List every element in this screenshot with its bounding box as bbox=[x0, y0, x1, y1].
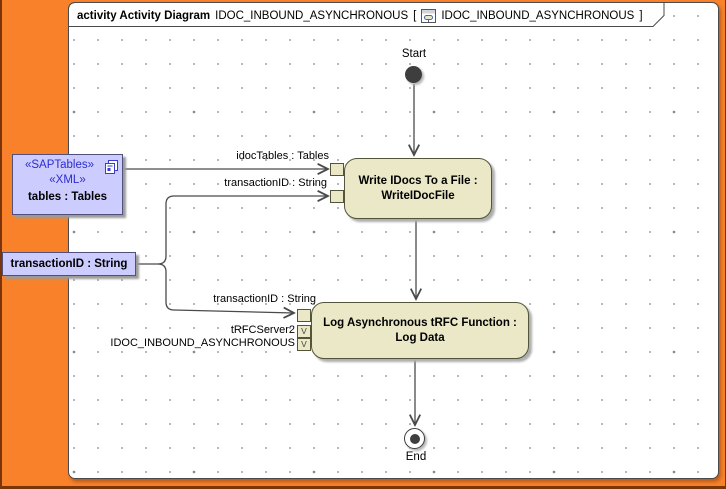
frame-title-keyword: activity Activity Diagram bbox=[77, 10, 211, 22]
action-label-line2: Log Data bbox=[395, 331, 445, 344]
copies-icon bbox=[105, 160, 118, 174]
end-node-label: End bbox=[405, 451, 427, 463]
frame-title-close-bracket: ] bbox=[639, 10, 643, 22]
activity-diagram-frame: activity Activity Diagram IDOC_INBOUND_A… bbox=[68, 2, 719, 479]
value-pin-glyph: V bbox=[301, 326, 307, 336]
action-label-line1: Write IDocs To a File : bbox=[358, 174, 478, 187]
pin-label-trfcserver2[interactable]: tRFCServer2 bbox=[230, 324, 295, 336]
input-pin-transactionid-log[interactable] bbox=[297, 309, 311, 322]
action-node-log-data[interactable]: Log Asynchronous tRFC Function : Log Dat… bbox=[311, 302, 529, 359]
frame-title-context-name: IDOC_INBOUND_ASYNCHRONOUS bbox=[441, 10, 635, 22]
input-pin-idoctables[interactable] bbox=[330, 163, 344, 176]
edge-label-transactionid-lower[interactable]: transactionID : String bbox=[213, 293, 316, 305]
action-label-line1: Log Asynchronous tRFC Function : bbox=[323, 316, 517, 329]
object-node-name: tables : Tables bbox=[27, 191, 108, 203]
object-node-transactionid[interactable]: transactionID : String bbox=[2, 252, 136, 276]
frame-title-diagram-name: IDOC_INBOUND_ASYNCHRONOUS bbox=[215, 10, 409, 22]
frame-title-tab[interactable] bbox=[68, 2, 666, 29]
stereotype-xml: «XML» bbox=[49, 174, 86, 186]
value-pin-idocinbound[interactable]: V bbox=[297, 338, 311, 351]
input-pin-transactionid-write[interactable] bbox=[330, 190, 344, 203]
end-node-inner-dot bbox=[409, 433, 420, 444]
stereotype-saptables: «SAPTables» bbox=[24, 159, 95, 171]
frame-title-open-bracket: [ bbox=[413, 10, 417, 22]
activity-diagram-icon bbox=[421, 9, 437, 23]
pin-label-idoc-inbound-asynchronous[interactable]: IDOC_INBOUND_ASYNCHRONOUS bbox=[110, 337, 295, 349]
window-edge-left bbox=[0, 0, 2, 489]
end-node[interactable] bbox=[404, 428, 425, 449]
start-node-label: Start bbox=[401, 48, 427, 60]
edge-label-transactionid-upper[interactable]: transactionID : String bbox=[224, 177, 327, 189]
window-edge-bottom bbox=[0, 486, 726, 489]
object-node-name: transactionID : String bbox=[10, 258, 128, 270]
edge-label-idoctables[interactable]: idocTables : Tables bbox=[236, 150, 329, 162]
value-pin-trfcserver[interactable]: V bbox=[297, 325, 311, 338]
object-node-sap-tables[interactable]: «SAPTables» «XML» tables : Tables bbox=[12, 154, 123, 215]
action-label-line2: WriteIDocFile bbox=[381, 189, 455, 202]
frame-title: activity Activity Diagram IDOC_INBOUND_A… bbox=[77, 8, 643, 24]
start-node[interactable] bbox=[405, 66, 422, 83]
value-pin-glyph: V bbox=[301, 339, 307, 349]
action-node-write-idocs[interactable]: Write IDocs To a File : WriteIDocFile bbox=[344, 158, 492, 219]
